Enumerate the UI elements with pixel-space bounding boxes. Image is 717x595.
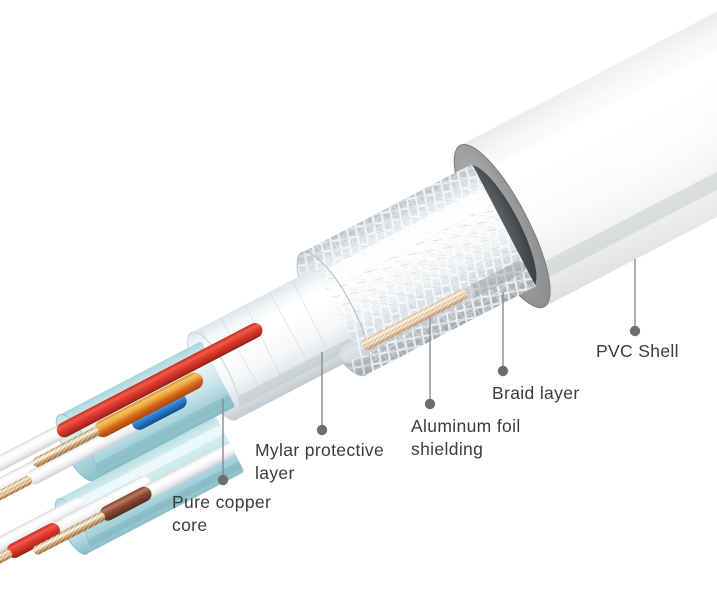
copper-tip-stripes bbox=[0, 476, 33, 519]
copper-tip-stripes bbox=[32, 427, 100, 467]
label-braid-layer-line1: Braid layer bbox=[492, 383, 580, 403]
conductor-red-lower bbox=[0, 476, 151, 592]
label-mylar-protective-layer-line2: layer bbox=[255, 463, 295, 483]
color-band bbox=[6, 523, 60, 558]
foil-lower-shade bbox=[229, 338, 355, 410]
pvc-shell-highlight bbox=[479, 26, 717, 194]
copper-tip-stripes bbox=[33, 512, 106, 555]
label-pvc-shell-line1: PVC Shell bbox=[596, 341, 679, 361]
leader-pvc-shell bbox=[629, 259, 641, 337]
inner-core-glass bbox=[339, 283, 476, 364]
sheath bbox=[27, 407, 161, 485]
callout-leaders bbox=[217, 259, 641, 486]
label-aluminum-foil-shielding-line2: shielding bbox=[411, 439, 483, 459]
pvc-shell-sheen bbox=[460, 0, 717, 307]
mylar-lower-shade bbox=[88, 395, 232, 474]
label-mylar-protective-layer-line1: Mylar protective bbox=[255, 440, 384, 460]
sheath bbox=[0, 425, 66, 525]
conductor-brown bbox=[33, 443, 235, 555]
label-pure-copper-core-line2: core bbox=[172, 515, 207, 535]
color-band bbox=[100, 486, 152, 521]
color-band bbox=[131, 394, 187, 430]
leader-pure-copper-core bbox=[217, 399, 229, 486]
mylar2-lower-shade bbox=[82, 462, 241, 549]
label-aluminum-foil-shielding-line1: Aluminum foil bbox=[411, 416, 521, 436]
label-pure-copper-core-line1: Pure copper bbox=[172, 492, 271, 512]
color-band bbox=[56, 323, 263, 438]
leader-aluminum-foil-shielding bbox=[424, 317, 436, 410]
color-band bbox=[94, 372, 204, 438]
sheath bbox=[0, 497, 83, 585]
leader-mylar-protective-layer bbox=[316, 352, 328, 436]
callout-labels: Pure copper core Mylar protective layer … bbox=[172, 341, 679, 535]
conductor-blue bbox=[0, 394, 187, 519]
leader-braid-layer bbox=[497, 292, 509, 377]
pvc-shell-lower-shade bbox=[528, 121, 717, 283]
copper-inner-stripes bbox=[361, 289, 468, 350]
mylar2-highlight bbox=[63, 426, 223, 515]
conductor-red-upper bbox=[0, 323, 263, 525]
conductor-inner-core bbox=[339, 283, 476, 364]
braid-highlight bbox=[316, 190, 490, 290]
braid-weave-pattern-2 bbox=[301, 163, 536, 376]
foil-tube-body bbox=[192, 269, 360, 419]
conductor-orange bbox=[32, 372, 204, 467]
conductor-salmon bbox=[0, 497, 83, 585]
